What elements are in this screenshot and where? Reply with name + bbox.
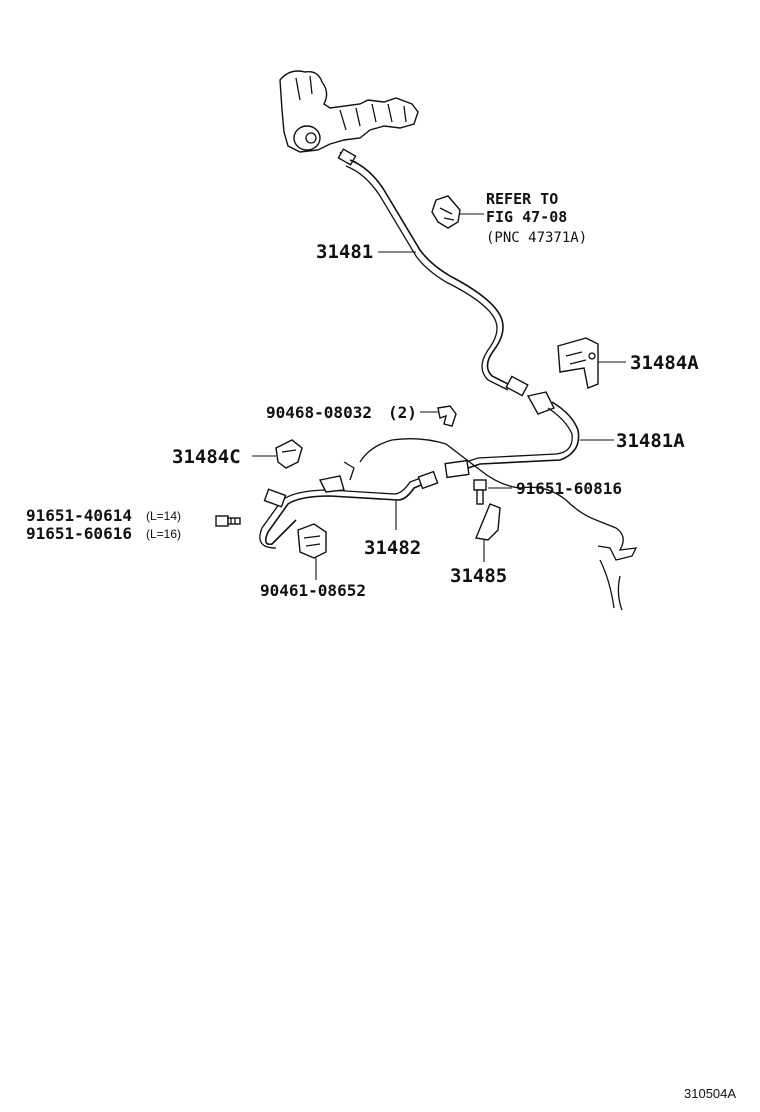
bolt-91651-40614: [215, 515, 241, 527]
label-91651-40614: 91651-40614: [26, 506, 132, 525]
master-cylinder: [279, 70, 419, 166]
bracket-31485: [475, 503, 501, 562]
reference-line-1: REFER TO: [486, 190, 558, 208]
label-90468-qty: (2): [388, 403, 417, 422]
pipe-31482: [259, 470, 439, 549]
reference-clip: [431, 195, 484, 229]
label-91651-40614-length: (L=14): [146, 509, 181, 523]
transmission-outline: [343, 438, 638, 611]
label-31485: 31485: [450, 565, 507, 587]
label-31481A: 31481A: [616, 430, 685, 452]
reference-line-2: FIG 47-08: [486, 208, 567, 226]
bolt-91651-60816: [473, 479, 512, 505]
label-31482: 31482: [364, 537, 421, 559]
hose-31481A: [444, 391, 614, 479]
figure-code: 310504A: [684, 1086, 736, 1101]
reference-line-3: (PNC 47371A): [486, 230, 587, 246]
label-90468-08032: 90468-08032: [266, 403, 372, 422]
label-91651-60616-length: (L=16): [146, 527, 181, 541]
bracket-31484C: [252, 439, 303, 469]
label-31481: 31481: [316, 241, 373, 263]
clip-90468: [420, 405, 457, 427]
label-90461-08652: 90461-08652: [260, 581, 366, 600]
label-91651-60816: 91651-60816: [516, 479, 622, 498]
label-31484A: 31484A: [630, 352, 699, 374]
label-31484C: 31484C: [172, 446, 241, 468]
pipe-31481: [345, 159, 529, 397]
clamp-90461: [297, 523, 327, 580]
label-91651-60616: 91651-60616: [26, 524, 132, 543]
bracket-31484A: [557, 337, 626, 389]
